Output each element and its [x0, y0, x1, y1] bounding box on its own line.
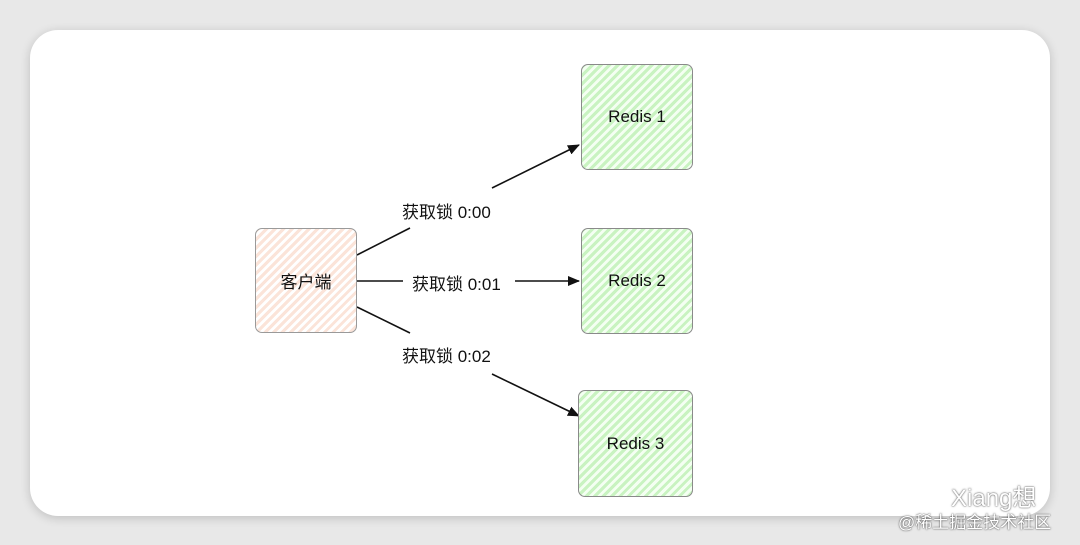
watermark-source: @稀土掘金技术社区 — [898, 513, 1052, 532]
redis-node-1-label: Redis 1 — [608, 107, 666, 126]
redis-node-3-label: Redis 3 — [606, 433, 665, 453]
watermark-account-name: Xiang想 — [951, 485, 1037, 512]
diagram-card — [30, 30, 1050, 516]
client-node-label: 客户端 — [280, 273, 332, 292]
redis-node-3[interactable]: Redis 3 — [578, 390, 693, 497]
edge-label-1: 获取锁 0:00 — [398, 198, 495, 223]
redis-node-2-label: Redis 2 — [608, 271, 666, 290]
watermark-account: Xiang想 — [905, 478, 1036, 513]
edge-label-3: 获取锁 0:02 — [398, 342, 495, 367]
wechat-icon — [907, 483, 943, 508]
redis-node-2[interactable]: Redis 2 — [581, 228, 693, 334]
redis-node-1[interactable]: Redis 1 — [581, 64, 693, 170]
client-node[interactable]: 客户端 — [255, 228, 357, 333]
edge-label-2: 获取锁 0:01 — [408, 270, 505, 295]
